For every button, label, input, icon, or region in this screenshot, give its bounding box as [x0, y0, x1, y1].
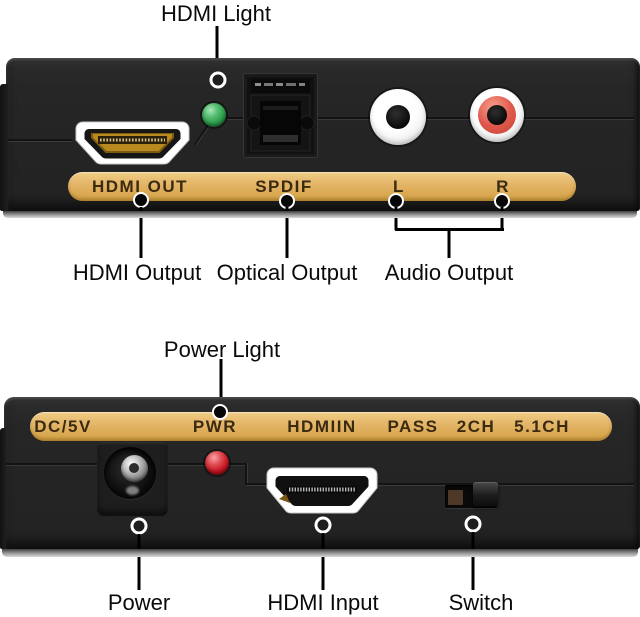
- rca-right-red-ring: [478, 96, 516, 134]
- leader-line-optical-output: [285, 207, 289, 258]
- strip-label-51ch: 5.1CH: [514, 416, 570, 436]
- audio-output-label: Audio Output: [384, 260, 514, 285]
- mode-switch-detail: [448, 490, 463, 505]
- panel-seam: [378, 483, 634, 485]
- callout-dot-power-light: [212, 404, 228, 420]
- callout-ring-hdmi-input: [314, 516, 332, 534]
- panel-seam: [227, 117, 634, 119]
- leader-line-audio-output: [447, 231, 451, 258]
- hdmi-input-label: HDMI Input: [267, 590, 379, 615]
- strip-label-r: R: [496, 176, 510, 196]
- panel-seam: [245, 463, 247, 485]
- panel-seam: [246, 483, 267, 485]
- leader-line-hdmi-input: [321, 533, 325, 590]
- leader-line-power: [137, 534, 141, 590]
- dc-power-jack-glint: [126, 486, 139, 495]
- hdmi-light-leader-line: [215, 26, 219, 72]
- hdmi-led: [202, 103, 226, 127]
- strip-label-hdmi-out: HDMI OUT: [91, 176, 189, 196]
- optical-output-port: [243, 73, 318, 158]
- strip-label-hdmiin: HDMIIN: [287, 416, 357, 436]
- hdmi-light-label: HDMI Light: [160, 1, 272, 26]
- leader-line-audio-r: [500, 207, 504, 230]
- callout-ring-switch: [464, 515, 482, 533]
- mode-switch-knob: [473, 482, 498, 506]
- strip-label-pass: PASS: [387, 416, 439, 436]
- strip-label-spdif: SPDIF: [255, 176, 313, 196]
- power-label: Power: [107, 590, 171, 615]
- leader-bracket-audio: [395, 228, 504, 231]
- panel-seam: [168, 463, 205, 465]
- rca-right-hole: [487, 105, 507, 125]
- strip-label-2ch: 2CH: [456, 416, 496, 436]
- callout-ring-power: [130, 517, 148, 535]
- strip-label-dc5v: DC/5V: [34, 416, 92, 436]
- top-device-bottom-edge: [3, 211, 637, 218]
- strip-label-l: L: [393, 176, 405, 196]
- panel-seam: [6, 463, 97, 465]
- panel-seam: [229, 463, 247, 465]
- strip-label-pwr: PWR: [192, 416, 238, 436]
- leader-line-hdmi-output: [139, 207, 143, 258]
- hdmi-input-port: [266, 467, 378, 514]
- hdmi-output-label: HDMI Output: [72, 260, 202, 285]
- rca-left-port: [370, 89, 426, 145]
- top-panel-strip: HDMI OUT SPDIF L R: [68, 172, 576, 201]
- top-device-side-edge: [0, 84, 8, 211]
- bottom-device-bottom-edge: [2, 549, 638, 557]
- dc-power-jack-pin-core: [129, 463, 139, 473]
- bottom-device-side-edge: [0, 428, 6, 549]
- rca-left-hole: [386, 105, 410, 129]
- power-led: [205, 451, 229, 475]
- switch-label: Switch: [448, 590, 514, 615]
- optical-output-label: Optical Output: [216, 260, 358, 285]
- power-light-label: Power Light: [163, 337, 281, 362]
- hdmi-light-indicator: [209, 71, 227, 89]
- power-light-leader-line: [219, 359, 223, 407]
- leader-line-audio-l: [394, 207, 398, 230]
- leader-line-switch: [471, 532, 475, 590]
- bottom-panel-strip: DC/5V PWR HDMIIN PASS 2CH 5.1CH: [30, 412, 612, 441]
- rca-right-port: [470, 88, 524, 142]
- panel-seam: [8, 139, 72, 141]
- callout-dot-hdmi-out: [133, 192, 149, 208]
- hdmi-output-port: [75, 121, 190, 165]
